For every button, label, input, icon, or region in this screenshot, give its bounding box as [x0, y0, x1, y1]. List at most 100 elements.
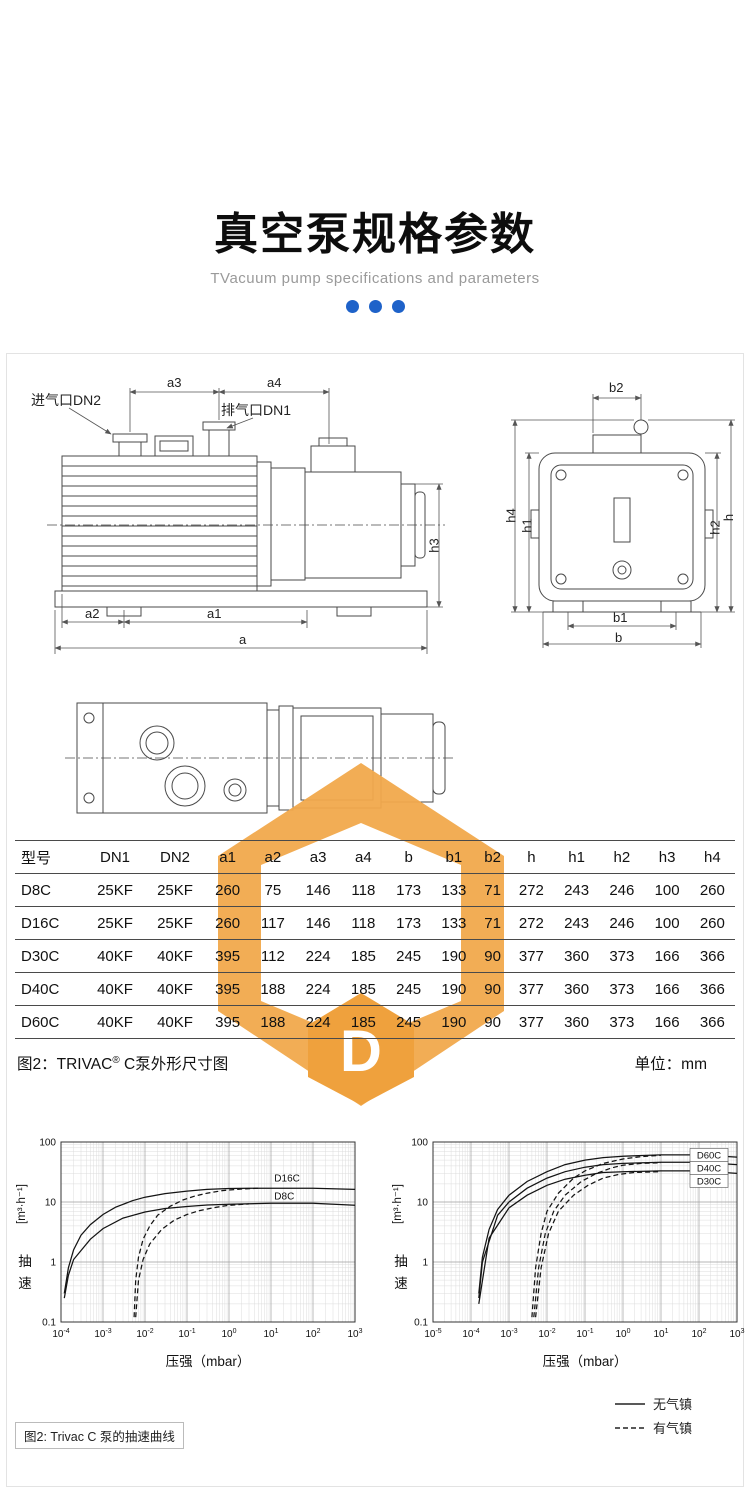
value-cell: 260 [205, 873, 251, 907]
dim-a1: a1 [207, 606, 222, 621]
dim-h1: h1 [519, 518, 535, 533]
dim-b1: b1 [613, 610, 628, 625]
x-tick-label: 10-4 [462, 1328, 479, 1340]
curve-label: D60C [697, 1150, 721, 1161]
x-tick-label: 103 [347, 1328, 362, 1340]
value-cell: 260 [205, 906, 251, 940]
value-cell: 243 [553, 906, 600, 940]
registered-mark: ® [112, 1054, 120, 1066]
decorative-dot [391, 300, 405, 313]
value-cell: 272 [508, 906, 554, 940]
value-cell: 373 [599, 1005, 645, 1039]
x-tick-label: 101 [653, 1328, 668, 1340]
col-header: DN1 [85, 840, 145, 874]
x-tick-label: 103 [729, 1328, 744, 1340]
col-header: b2 [476, 840, 509, 874]
major-gridlines [61, 1142, 355, 1322]
value-cell: 118 [340, 873, 386, 907]
curve-label: D40C [697, 1163, 721, 1174]
solid-line-sample [615, 1402, 645, 1405]
dim-h2: h2 [707, 520, 723, 535]
model-cell: D16C [15, 906, 85, 940]
col-header: h2 [599, 840, 645, 874]
value-cell: 245 [386, 972, 432, 1006]
value-cell: 360 [553, 939, 600, 973]
value-cell: 112 [250, 939, 296, 973]
value-cell: 146 [295, 906, 341, 940]
col-header: h3 [644, 840, 690, 874]
model-cell: D40C [15, 972, 85, 1006]
value-cell: 146 [295, 873, 341, 907]
value-cell: 243 [553, 873, 600, 907]
major-gridlines [433, 1142, 737, 1322]
value-cell: 71 [476, 906, 509, 940]
col-header: a3 [295, 840, 341, 874]
plot-border [432, 1141, 738, 1323]
unit-caption: 单位：mm [634, 1056, 707, 1073]
spec-content-box: 进气口DN2 排气口DN1 a3 a4 h3 a2 a1 a b2 h4 h1 … [6, 353, 745, 1487]
page-subtitle: TVacuum pump specifications and paramete… [210, 270, 540, 287]
model-cell: D60C [15, 1005, 85, 1039]
x-tick-label: 10-2 [136, 1328, 153, 1340]
value-cell: 373 [599, 972, 645, 1006]
value-cell: 185 [340, 1005, 386, 1039]
value-cell: 71 [476, 873, 509, 907]
dim-a: a [239, 632, 247, 647]
dashed-line-sample [615, 1426, 645, 1429]
col-header: a4 [340, 840, 386, 874]
value-cell: 377 [508, 1005, 554, 1039]
y-axis-title: 抽 [18, 1254, 32, 1269]
curve-d16c-without-ballast [63, 1187, 356, 1294]
y-axis-unit: [m³·h⁻¹] [16, 1184, 28, 1224]
value-cell: 166 [644, 972, 690, 1006]
value-cell: 25KF [85, 873, 145, 907]
value-cell: 395 [205, 1005, 251, 1039]
value-cell: 40KF [145, 972, 205, 1006]
value-cell: 25KF [85, 906, 145, 940]
model-cell: D30C [15, 939, 85, 973]
value-cell: 100 [644, 906, 690, 940]
decorative-dot [368, 300, 382, 313]
value-cell: 190 [431, 1005, 477, 1039]
value-cell: 224 [295, 972, 341, 1006]
value-cell: 100 [644, 873, 690, 907]
dim-h4: h4 [503, 508, 519, 523]
x-tick-label: 100 [615, 1328, 630, 1340]
dim-a2: a2 [85, 606, 100, 621]
value-cell: 173 [386, 906, 432, 940]
x-tick-label: 10-2 [538, 1328, 555, 1340]
curve-d40c-without-ballast [478, 1161, 738, 1299]
dim-h3: h3 [426, 538, 442, 553]
value-cell: 377 [508, 972, 554, 1006]
value-cell: 25KF [145, 906, 205, 940]
x-axis-title: 压强（mbar） [543, 1354, 628, 1369]
value-cell: 373 [599, 939, 645, 973]
value-cell: 190 [431, 972, 477, 1006]
value-cell: 224 [295, 939, 341, 973]
y-axis-title: 抽 [394, 1254, 408, 1269]
value-cell: 166 [644, 939, 690, 973]
value-cell: 246 [599, 906, 645, 940]
value-cell: 188 [250, 1005, 296, 1039]
col-header: h1 [553, 840, 600, 874]
col-header: a1 [205, 840, 251, 874]
x-axis-title: 压强（mbar） [166, 1354, 251, 1369]
curve-d8c-with-ballast [135, 1203, 250, 1318]
y-tick-label: 0.1 [42, 1318, 56, 1329]
col-header: h4 [689, 840, 735, 874]
value-cell: 40KF [85, 972, 145, 1006]
value-cell: 245 [386, 1005, 432, 1039]
curve-label: D16C [274, 1174, 300, 1185]
curve-d30c-without-ballast [478, 1170, 738, 1304]
curve-d16c-with-ballast [133, 1187, 259, 1318]
